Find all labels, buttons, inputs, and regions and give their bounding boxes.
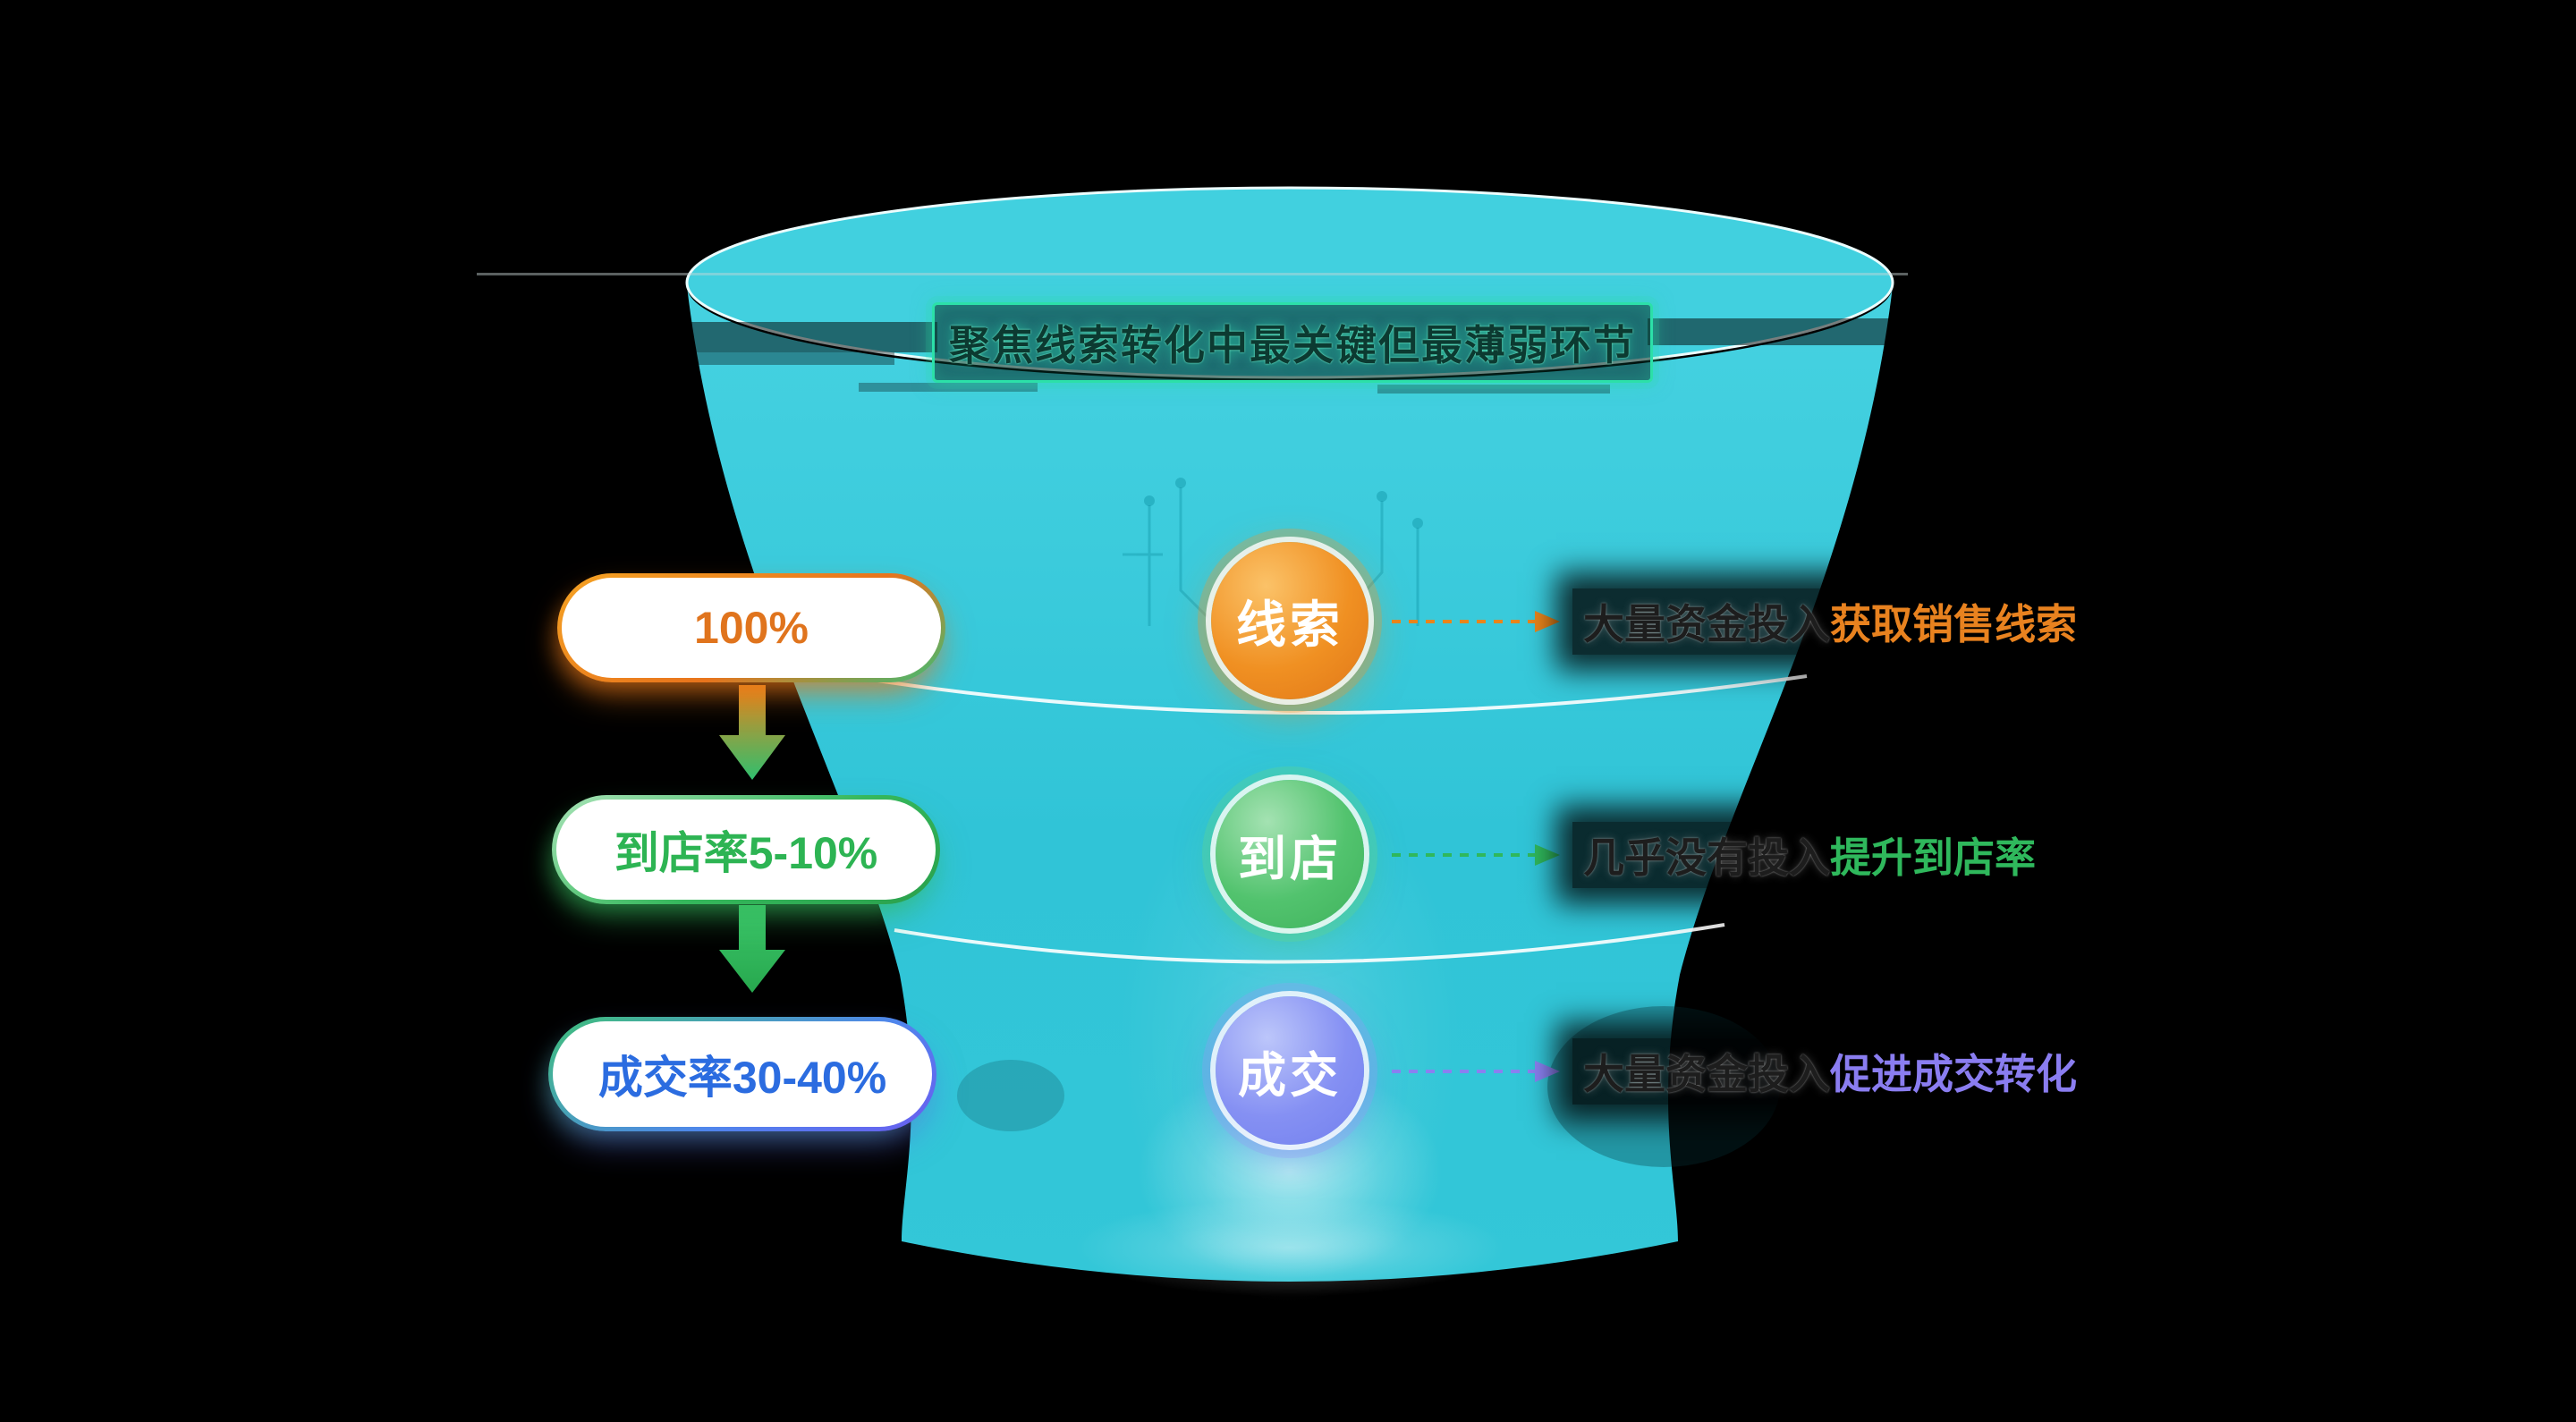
dashed-arrowhead-deal: [1535, 1061, 1560, 1082]
annotation-visit: 几乎没有投入提升到店率: [1572, 822, 2046, 888]
annotation-visit-highlight: 提升到店率: [1830, 834, 2036, 881]
dashed-connectors: [1392, 611, 1560, 1082]
annotation-deal-highlight: 促进成交转化: [1830, 1051, 2077, 1097]
annotation-deal: 大量资金投入促进成交转化: [1572, 1038, 2088, 1105]
circuit-decoration: [1123, 487, 1419, 626]
annotation-deal-text: 大量资金投入: [1583, 1051, 1830, 1097]
artifact-streaks: [477, 273, 1916, 394]
annotation-visit-text: 几乎没有投入: [1583, 834, 1830, 881]
dashed-arrowhead-visit: [1535, 844, 1560, 866]
annotation-leads: 大量资金投入获取销售线索: [1572, 588, 2088, 655]
down-arrow-2: [719, 905, 785, 993]
rate-label-visit: 到店率5-10%: [614, 828, 878, 878]
stage-label-deal: 成交: [1238, 1048, 1342, 1103]
rate-pill-deal: 成交率30-40%: [548, 1017, 936, 1131]
rate-pill-visit: 到店率5-10%: [552, 795, 940, 904]
annotation-leads-highlight: 获取销售线索: [1830, 601, 2077, 648]
stage-circle-visit: 到店: [1216, 780, 1364, 928]
page-title: 聚焦线索转化中最关键但最薄弱环节: [949, 322, 1636, 368]
rate-pill-leads: 100%: [557, 573, 945, 682]
annotation-leads-text: 大量资金投入: [1583, 601, 1830, 648]
divider-arc-1: [826, 671, 1808, 715]
stage-label-leads: 线索: [1236, 596, 1343, 653]
stage-label-visit: 到店: [1238, 832, 1342, 886]
circuit-dots: [1144, 478, 1423, 529]
title-box: 聚焦线索转化中最关键但最薄弱环节: [932, 302, 1653, 383]
rate-label-leads: 100%: [694, 603, 809, 653]
dashed-arrowhead-leads: [1535, 611, 1560, 632]
rate-label-deal: 成交率30-40%: [597, 1053, 887, 1103]
down-arrow-1: [719, 685, 785, 780]
stage-circle-leads: 线索: [1211, 542, 1368, 699]
stage-circle-deal: 成交: [1216, 996, 1364, 1145]
